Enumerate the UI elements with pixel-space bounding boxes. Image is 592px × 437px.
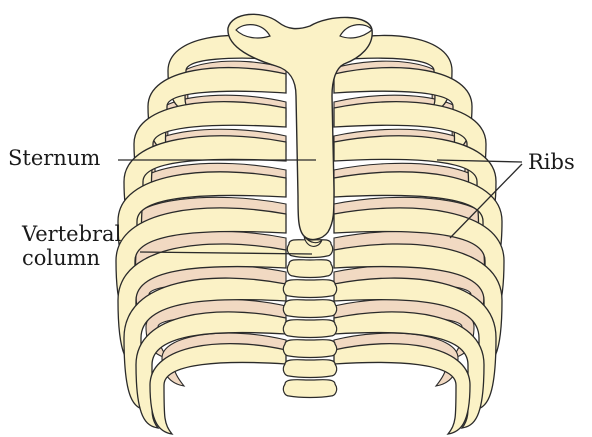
vertebral-label-line1: Vertebral	[22, 222, 121, 246]
vertebra-6	[283, 340, 336, 358]
anterior-rib-left-10	[150, 344, 286, 434]
vertebra-7	[283, 360, 336, 378]
sternum-label: Sternum	[8, 146, 100, 170]
vertebral-column	[283, 240, 336, 398]
vertebra-4	[283, 300, 336, 318]
vertebra-8	[283, 380, 336, 398]
ribs-label: Ribs	[528, 150, 575, 174]
vertebra-3	[283, 280, 336, 298]
vertebral-column-label: Vertebral column	[22, 222, 121, 270]
vertebra-5	[283, 320, 336, 338]
vertebra-2	[287, 260, 332, 278]
anterior-rib-right-10	[334, 344, 470, 434]
vertebral-label-line2: column	[22, 246, 121, 270]
